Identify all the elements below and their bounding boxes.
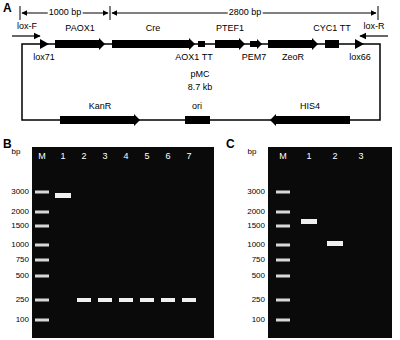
size-label: 100	[16, 316, 29, 325]
feature-label: KanR	[88, 102, 113, 112]
size-label: 750	[16, 256, 29, 265]
panel-letter: B	[3, 138, 12, 151]
lane-label: 3	[358, 152, 363, 162]
lane-label: 1	[60, 152, 65, 162]
size-label: 3000	[247, 188, 265, 197]
dimension-line	[20, 6, 378, 20]
feature-label: ori	[191, 102, 203, 112]
plasmid-feature	[40, 38, 364, 126]
ladder-band	[276, 191, 290, 322]
size-label: 3000	[11, 188, 29, 197]
feature-label: AOX1 TT	[174, 53, 213, 63]
promoter-arrow	[250, 39, 262, 49]
lane-label: 2	[81, 152, 86, 162]
terminator-block	[198, 41, 205, 47]
feature-label: lox-F	[16, 22, 38, 32]
lane-label: 3	[102, 152, 107, 162]
lane-label: 1	[306, 152, 311, 162]
lane-label: 5	[144, 152, 149, 162]
feature-label: Cre	[145, 24, 162, 34]
size-label: 500	[16, 272, 29, 281]
size-label: 250	[252, 296, 265, 305]
size-label: 1000	[247, 241, 265, 250]
lane-label: 7	[186, 152, 191, 162]
ladder-band	[35, 191, 49, 322]
plasmid-backbone	[22, 44, 380, 120]
lane-label: 4	[123, 152, 128, 162]
lane-label: 6	[165, 152, 170, 162]
gene-arrow	[112, 38, 195, 50]
feature-label: PEM7	[241, 53, 268, 63]
primer-arrow	[12, 35, 388, 36]
feature-label: pMC	[189, 70, 210, 80]
feature-label: 1000 bp	[48, 8, 83, 18]
lane-label: M	[279, 152, 287, 162]
size-label: bp	[248, 148, 257, 157]
gel-image	[32, 147, 214, 338]
lane-label: 2	[332, 152, 337, 162]
size-label: 2000	[247, 208, 265, 217]
gel-image	[268, 147, 392, 338]
gene-arrow	[270, 114, 350, 126]
size-label: 750	[252, 256, 265, 265]
size-label: 1000	[11, 241, 29, 250]
feature-label: 2800 bp	[228, 8, 263, 18]
panel-letter: A	[3, 2, 12, 15]
size-label: 500	[252, 272, 265, 281]
dna-band	[301, 219, 343, 246]
lox-site	[355, 39, 364, 49]
ori-block	[185, 116, 210, 124]
promoter-arrow	[215, 38, 245, 50]
feature-label: lox66	[348, 53, 372, 63]
feature-label: HIS4	[299, 102, 321, 112]
feature-label: PTEF1	[215, 24, 245, 34]
panel-letter: C	[226, 138, 235, 151]
size-label: 1500	[11, 222, 29, 231]
feature-label: lox-R	[362, 22, 385, 32]
dna-band	[55, 193, 196, 302]
promoter-arrow	[55, 38, 105, 50]
size-label: bp	[12, 148, 21, 157]
terminator-block	[325, 40, 339, 48]
feature-label: 8.7 kb	[187, 83, 214, 93]
feature-label: lox71	[32, 53, 56, 63]
feature-label: ZeoR	[281, 53, 305, 63]
gene-arrow	[268, 38, 318, 50]
feature-label: CYC1 TT	[312, 24, 351, 34]
size-label: 1500	[247, 222, 265, 231]
feature-label: PAOX1	[64, 24, 95, 34]
lane-label: M	[38, 152, 46, 162]
lox-site	[40, 39, 49, 49]
size-label: 250	[16, 296, 29, 305]
gene-arrow	[60, 114, 140, 126]
size-label: 100	[252, 316, 265, 325]
size-label: 2000	[11, 208, 29, 217]
